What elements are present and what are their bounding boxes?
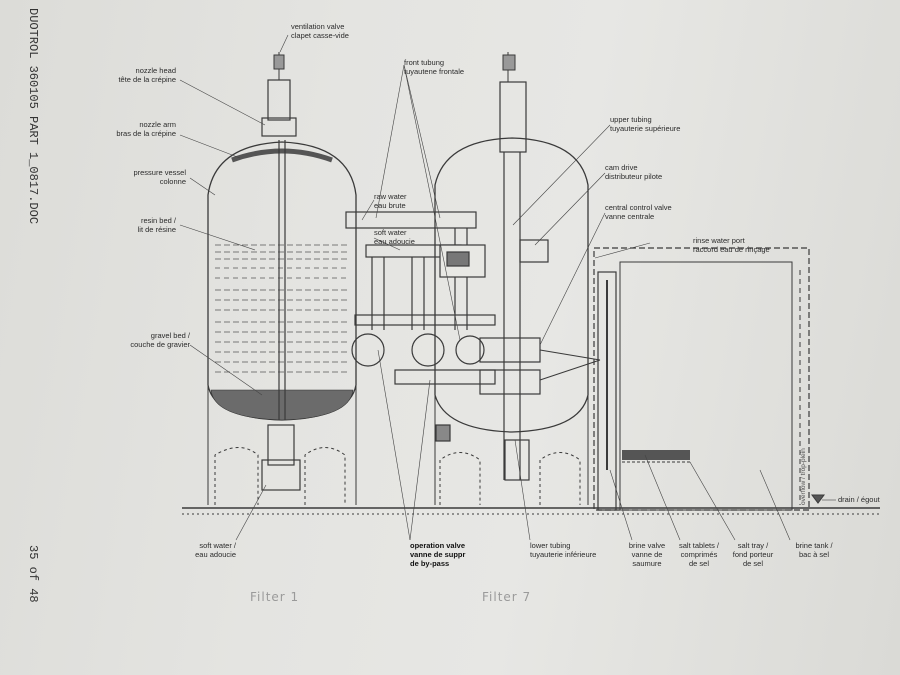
label-soft-water-out: soft water /eau adoucie xyxy=(195,541,236,559)
label-drain: drain / égout xyxy=(838,495,880,504)
leader-lines xyxy=(179,34,836,541)
ground-line xyxy=(182,507,880,515)
brine-tank-assembly xyxy=(593,247,825,511)
document-id: DUOTROL 360105 PART 1_0817.DOC xyxy=(26,8,40,225)
filter2-vessel xyxy=(434,52,601,505)
filter1-vessel xyxy=(207,52,357,505)
front-tubing xyxy=(345,211,496,442)
label-overflow: overflow / trop-plein xyxy=(800,448,807,505)
salt-tablets xyxy=(622,450,690,460)
filter1-gravel-bed xyxy=(210,389,354,421)
caption-filter2: Filter 7 xyxy=(482,590,532,604)
filter1-nozzle-arm xyxy=(231,148,333,163)
label-gravel-bed: gravel bed /couche de gravier xyxy=(130,331,190,349)
filter1-resin-bed xyxy=(215,244,350,373)
label-resin-bed: resin bed /lit de résine xyxy=(137,216,176,234)
caption-filter1: Filter 1 xyxy=(250,590,300,604)
page-number: 35 of 48 xyxy=(26,545,40,603)
label-brine-tank: brine tank /bac à sel xyxy=(795,541,833,559)
